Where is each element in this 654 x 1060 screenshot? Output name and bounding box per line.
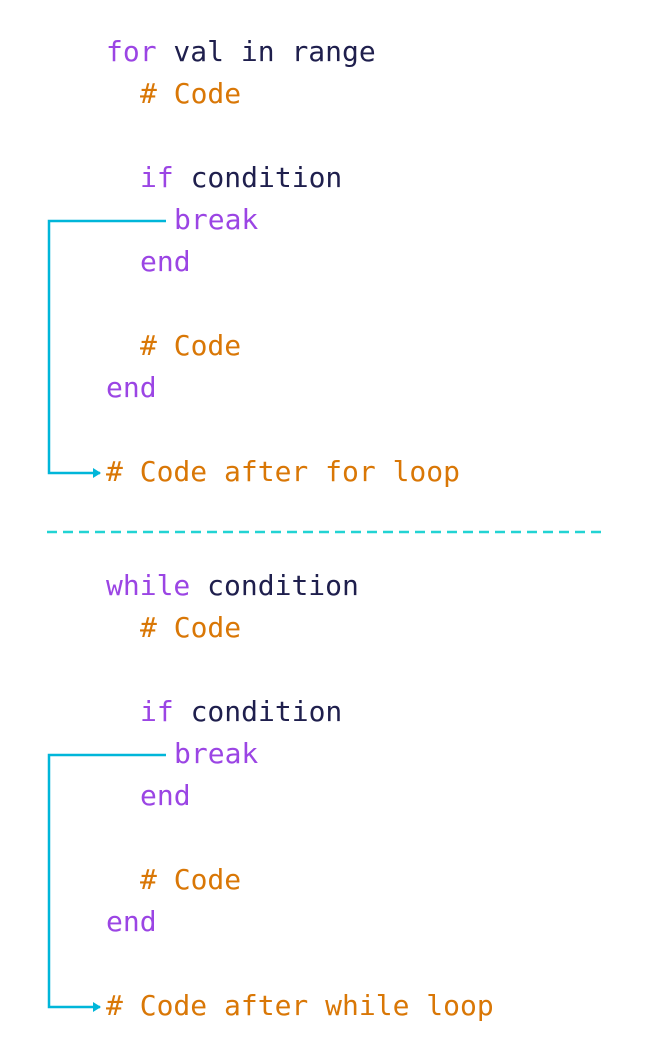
for-loop-code-line: # Code after for loop [106, 452, 460, 492]
comment-token: # Code [140, 611, 242, 644]
comment-token: # Code after for loop [106, 455, 461, 488]
while-loop-code-line: end [140, 776, 191, 816]
keyword-token: end [140, 779, 191, 812]
keyword-token: end [140, 245, 191, 278]
while-loop-code-line: if condition [140, 692, 342, 732]
comment-token: # Code [140, 863, 242, 896]
plain-token: condition [173, 695, 343, 728]
keyword-token: if [140, 161, 174, 194]
for-loop-code-line: break [174, 200, 258, 240]
for-loop-code-line: if condition [140, 158, 342, 198]
for-loop-code-line: # Code [140, 74, 241, 114]
comment-token: # Code [140, 329, 242, 362]
while-loop-code-line: break [174, 734, 258, 774]
keyword-token: break [174, 737, 259, 770]
for-loop-code-line: end [140, 242, 191, 282]
comment-token: # Code after while loop [106, 989, 494, 1022]
keyword-token: for [106, 35, 157, 68]
while-loop-code-line: # Code after while loop [106, 986, 494, 1026]
keyword-token: break [174, 203, 259, 236]
comment-token: # Code [140, 77, 242, 110]
keyword-token: end [106, 371, 157, 404]
for-loop-code-line: for val in range [106, 32, 376, 72]
while-loop-code-line: end [106, 902, 157, 942]
keyword-token: while [106, 569, 191, 602]
keyword-token: if [140, 695, 174, 728]
while-loop-code-line: while condition [106, 566, 359, 606]
for-loop-code-line: end [106, 368, 157, 408]
plain-token: val in range [156, 35, 376, 68]
keyword-token: end [106, 905, 157, 938]
while-loop-code-line: # Code [140, 608, 241, 648]
plain-token: condition [173, 161, 343, 194]
while-loop-code-line: # Code [140, 860, 241, 900]
plain-token: condition [190, 569, 359, 602]
for-loop-code-line: # Code [140, 326, 241, 366]
